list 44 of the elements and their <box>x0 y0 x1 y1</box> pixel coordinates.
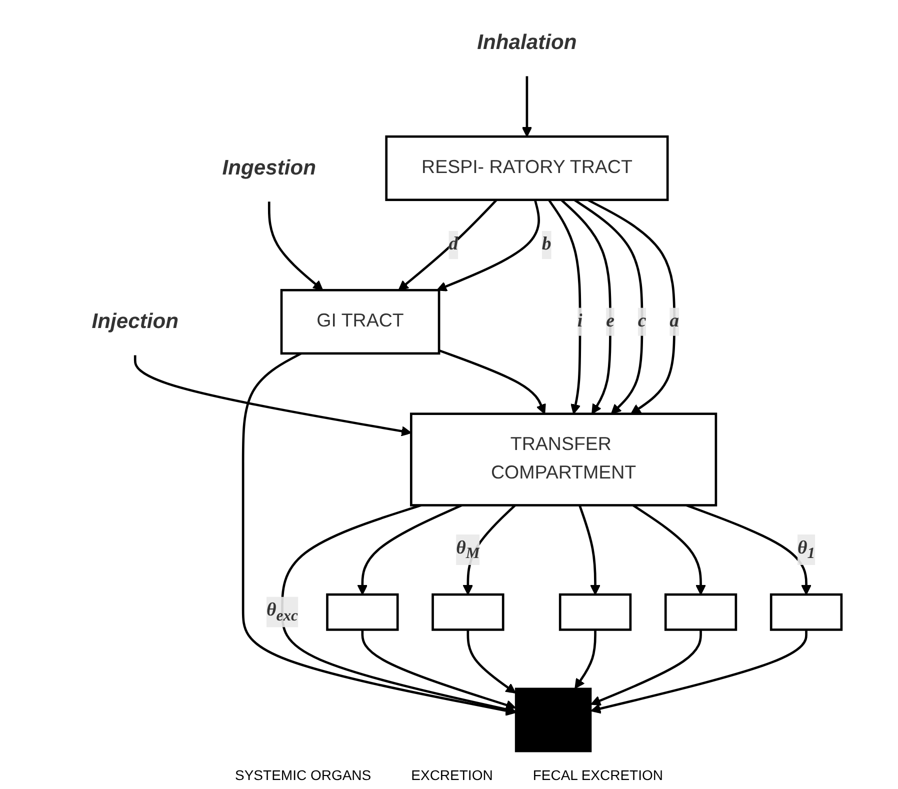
node-text: Injection <box>92 309 178 333</box>
arrow <box>590 630 702 706</box>
note-label: SYSTEMIC ORGANS <box>235 767 372 783</box>
node-text: Ingestion <box>222 156 316 180</box>
edge-label: b <box>542 234 552 254</box>
note-label: EXCRETION <box>411 767 493 783</box>
arrow <box>574 630 596 689</box>
edge-label: θ$_{exc}$ <box>266 600 298 624</box>
arrow <box>361 630 516 710</box>
edge-label: θ$_{M}$ <box>456 538 480 562</box>
arrow <box>560 199 612 414</box>
node-box <box>326 593 399 631</box>
edge-label: e <box>606 311 614 332</box>
note-label: FECAL EXCRETION <box>532 767 663 783</box>
arrow <box>587 198 676 414</box>
edge-label: d <box>448 234 458 254</box>
node-box <box>558 593 632 631</box>
node-box <box>432 593 504 631</box>
flow-diagram: d b i e c a θ$_{M}$ θ$_{1}$ θ$_{exc}$ Inhalation Ingestion RESPI- RATORY TRACT Injection GI TRACT TRANSFER COMPARTMENT <box>0 0 898 761</box>
arrow <box>134 355 412 436</box>
arrow <box>686 504 812 595</box>
arrow <box>398 199 498 291</box>
node-bar <box>514 688 592 752</box>
node-box <box>410 412 718 506</box>
arrow <box>436 200 540 292</box>
arrow <box>268 202 324 291</box>
edge-label: a <box>670 311 680 332</box>
node-text: Inhalation <box>477 30 577 54</box>
arrow <box>590 630 808 714</box>
arrow <box>522 76 532 138</box>
node-box <box>770 593 843 631</box>
node-box <box>385 135 669 202</box>
node-box <box>280 288 440 355</box>
arrow <box>466 630 516 694</box>
arrow <box>548 199 582 414</box>
edge-label: i <box>577 311 583 332</box>
arrow <box>438 349 546 414</box>
node-box <box>664 593 738 631</box>
arrow <box>578 504 600 595</box>
edge-label: c <box>638 311 646 332</box>
arrow <box>357 504 462 595</box>
edge-label: θ$_{1}$ <box>797 538 816 562</box>
arrow <box>574 198 644 414</box>
arrow <box>632 504 706 595</box>
